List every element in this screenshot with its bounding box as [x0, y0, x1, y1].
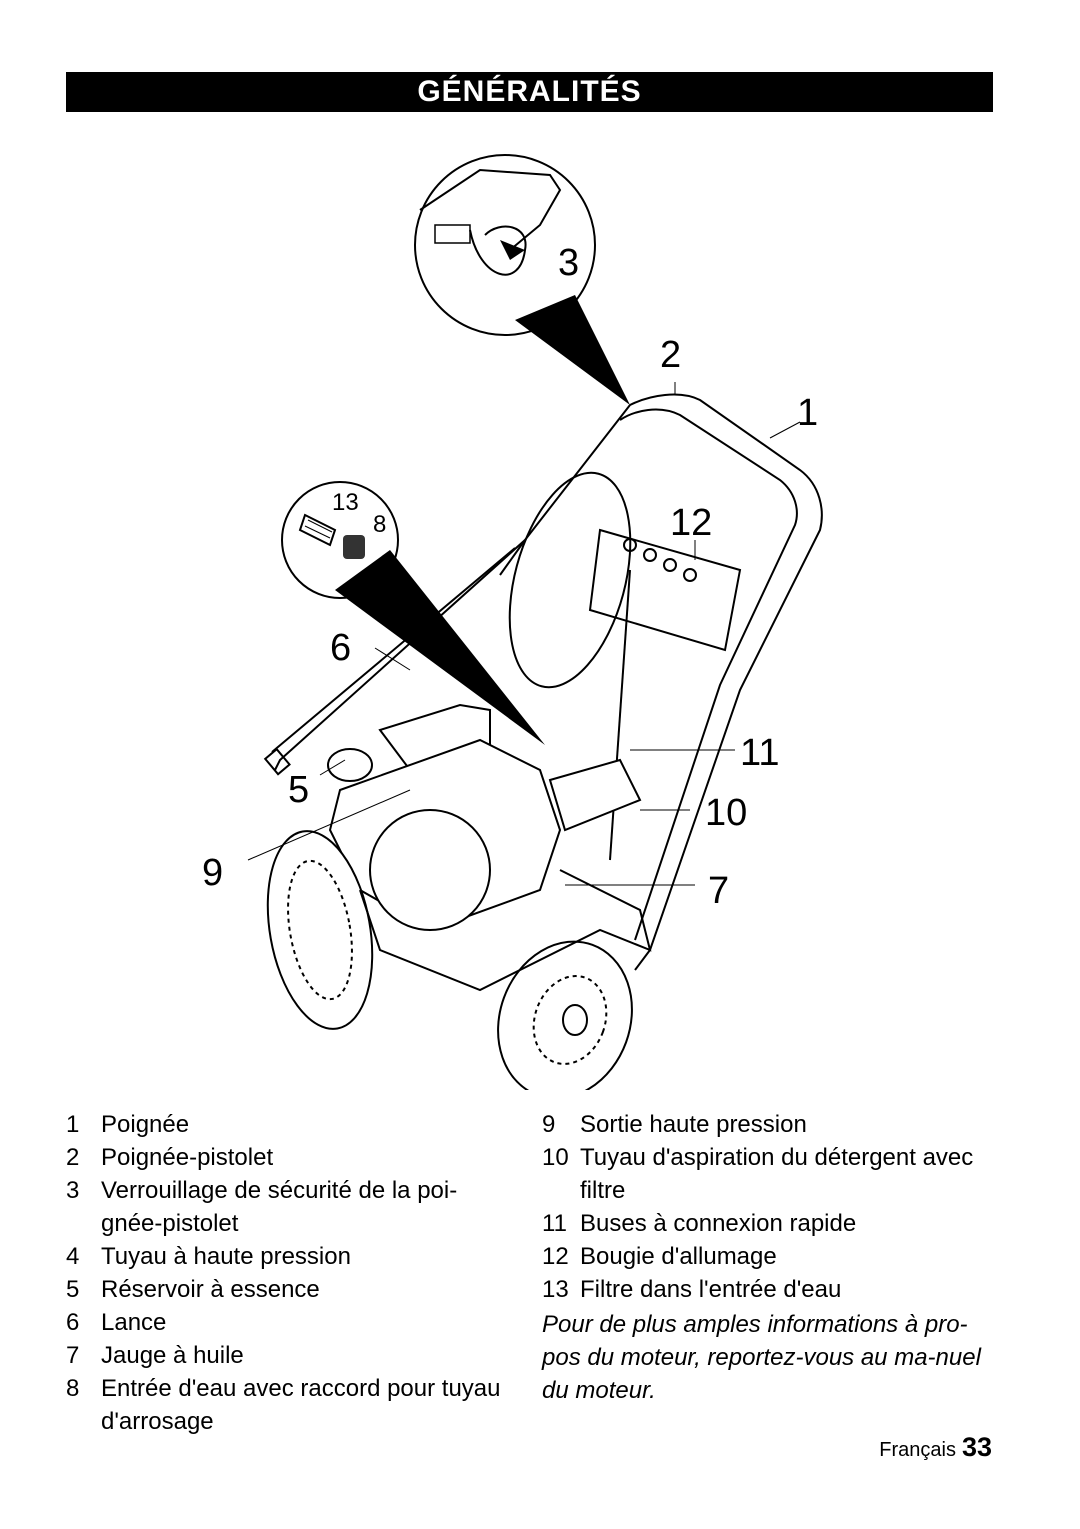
legend-item: 12 Bougie d'allumage [542, 1240, 1002, 1273]
callout-11: 12 [670, 502, 712, 544]
callout-3: 3 [558, 242, 579, 284]
legend-text: Filtre dans l'entrée d'eau [580, 1276, 842, 1303]
legend-left: 1 Poignée 2 Poignée-pistolet 3 Verrouill… [66, 1108, 506, 1438]
footer-language: Français [879, 1439, 956, 1461]
legend-item: 5 Réservoir à essence [66, 1273, 506, 1306]
legend-text: Tuyau d'aspiration du détergent avec fil… [580, 1144, 974, 1204]
callout-5: 5 [288, 769, 309, 811]
engine-note: Pour de plus amples informations à pro-p… [542, 1311, 981, 1404]
base-plate [359, 869, 652, 992]
callout-10: 11 [740, 732, 779, 774]
legend-number: 13 [542, 1276, 569, 1303]
legend-item: 1 Poignée [66, 1108, 506, 1141]
legend-number: 7 [66, 1342, 80, 1369]
legend-text: Poignée [101, 1111, 190, 1138]
section-title: GÉNÉRALITÉS [417, 75, 642, 108]
machine-frame [263, 393, 823, 971]
callout-6: 6 [330, 627, 351, 669]
legend-number: 8 [66, 1375, 80, 1402]
callout-1: 1 [797, 392, 818, 434]
detail-water-inlet [281, 481, 545, 745]
legend-text: Sortie haute pression [580, 1111, 807, 1138]
page-number: 33 [961, 1432, 992, 1462]
wheels [266, 830, 633, 1090]
legend-text: Entrée d'eau avec raccord pour tuyau d'a… [101, 1375, 501, 1435]
legend-text: Buses à connexion rapide [580, 1210, 857, 1237]
legend-text: Verrouillage de sécurité de la poi-gnée-… [101, 1177, 458, 1237]
legend-text: Lance [101, 1309, 167, 1336]
legend-number: 9 [542, 1111, 556, 1138]
legend-item: 7 Jauge à huile [66, 1339, 506, 1372]
legend-number: 4 [66, 1243, 80, 1270]
callout-12: 9 [202, 852, 223, 894]
legend-item: 10 Tuyau d'aspiration du détergent avec … [542, 1141, 1002, 1207]
legend-text: Réservoir à essence [101, 1276, 320, 1303]
legend-item: 8 Entrée d'eau avec raccord pour tuyau d… [66, 1372, 506, 1438]
legend-number: 10 [542, 1144, 569, 1171]
pressure-washer-illustration: 3 2 1 13 8 12 6 11 5 10 9 7 [202, 154, 823, 1090]
engine [327, 703, 642, 932]
legend-number: 6 [66, 1309, 80, 1336]
legend-text: Bougie d'allumage [580, 1243, 777, 1270]
legend-item: 2 Poignée-pistolet [66, 1141, 506, 1174]
legend-text: Jauge à huile [101, 1342, 244, 1369]
legend-text: Tuyau à haute pression [101, 1243, 351, 1270]
callout-13: 13 [332, 489, 359, 516]
legend-number: 2 [66, 1144, 80, 1171]
leader-lines [247, 382, 801, 886]
legend-number: 11 [542, 1210, 567, 1237]
callout-8: 8 [373, 511, 386, 538]
legend-item: 4 Tuyau à haute pression [66, 1240, 506, 1273]
legend-number: 1 [66, 1111, 80, 1138]
section-header: GÉNÉRALITÉS [66, 72, 993, 112]
legend-item: 11 Buses à connexion rapide [542, 1207, 1002, 1240]
legend-number: 5 [66, 1276, 80, 1303]
legend-number: 12 [542, 1243, 569, 1270]
callout-7: 7 [708, 870, 729, 912]
legend-item: 6 Lance [66, 1306, 506, 1339]
legend-item: 9 Sortie haute pression [542, 1108, 1002, 1141]
legend-item: 13 Filtre dans l'entrée d'eau [542, 1273, 1002, 1306]
legend-text: Poignée-pistolet [101, 1144, 274, 1171]
legend-item: 3 Verrouillage de sécurité de la poi-gné… [66, 1174, 506, 1240]
detail-trigger-lock [414, 154, 630, 405]
legend-number: 3 [66, 1177, 80, 1204]
callout-2: 2 [660, 334, 681, 376]
legend-right: 9 Sortie haute pression 10 Tuyau d'aspir… [542, 1108, 1002, 1407]
callout-9: 10 [705, 792, 747, 834]
